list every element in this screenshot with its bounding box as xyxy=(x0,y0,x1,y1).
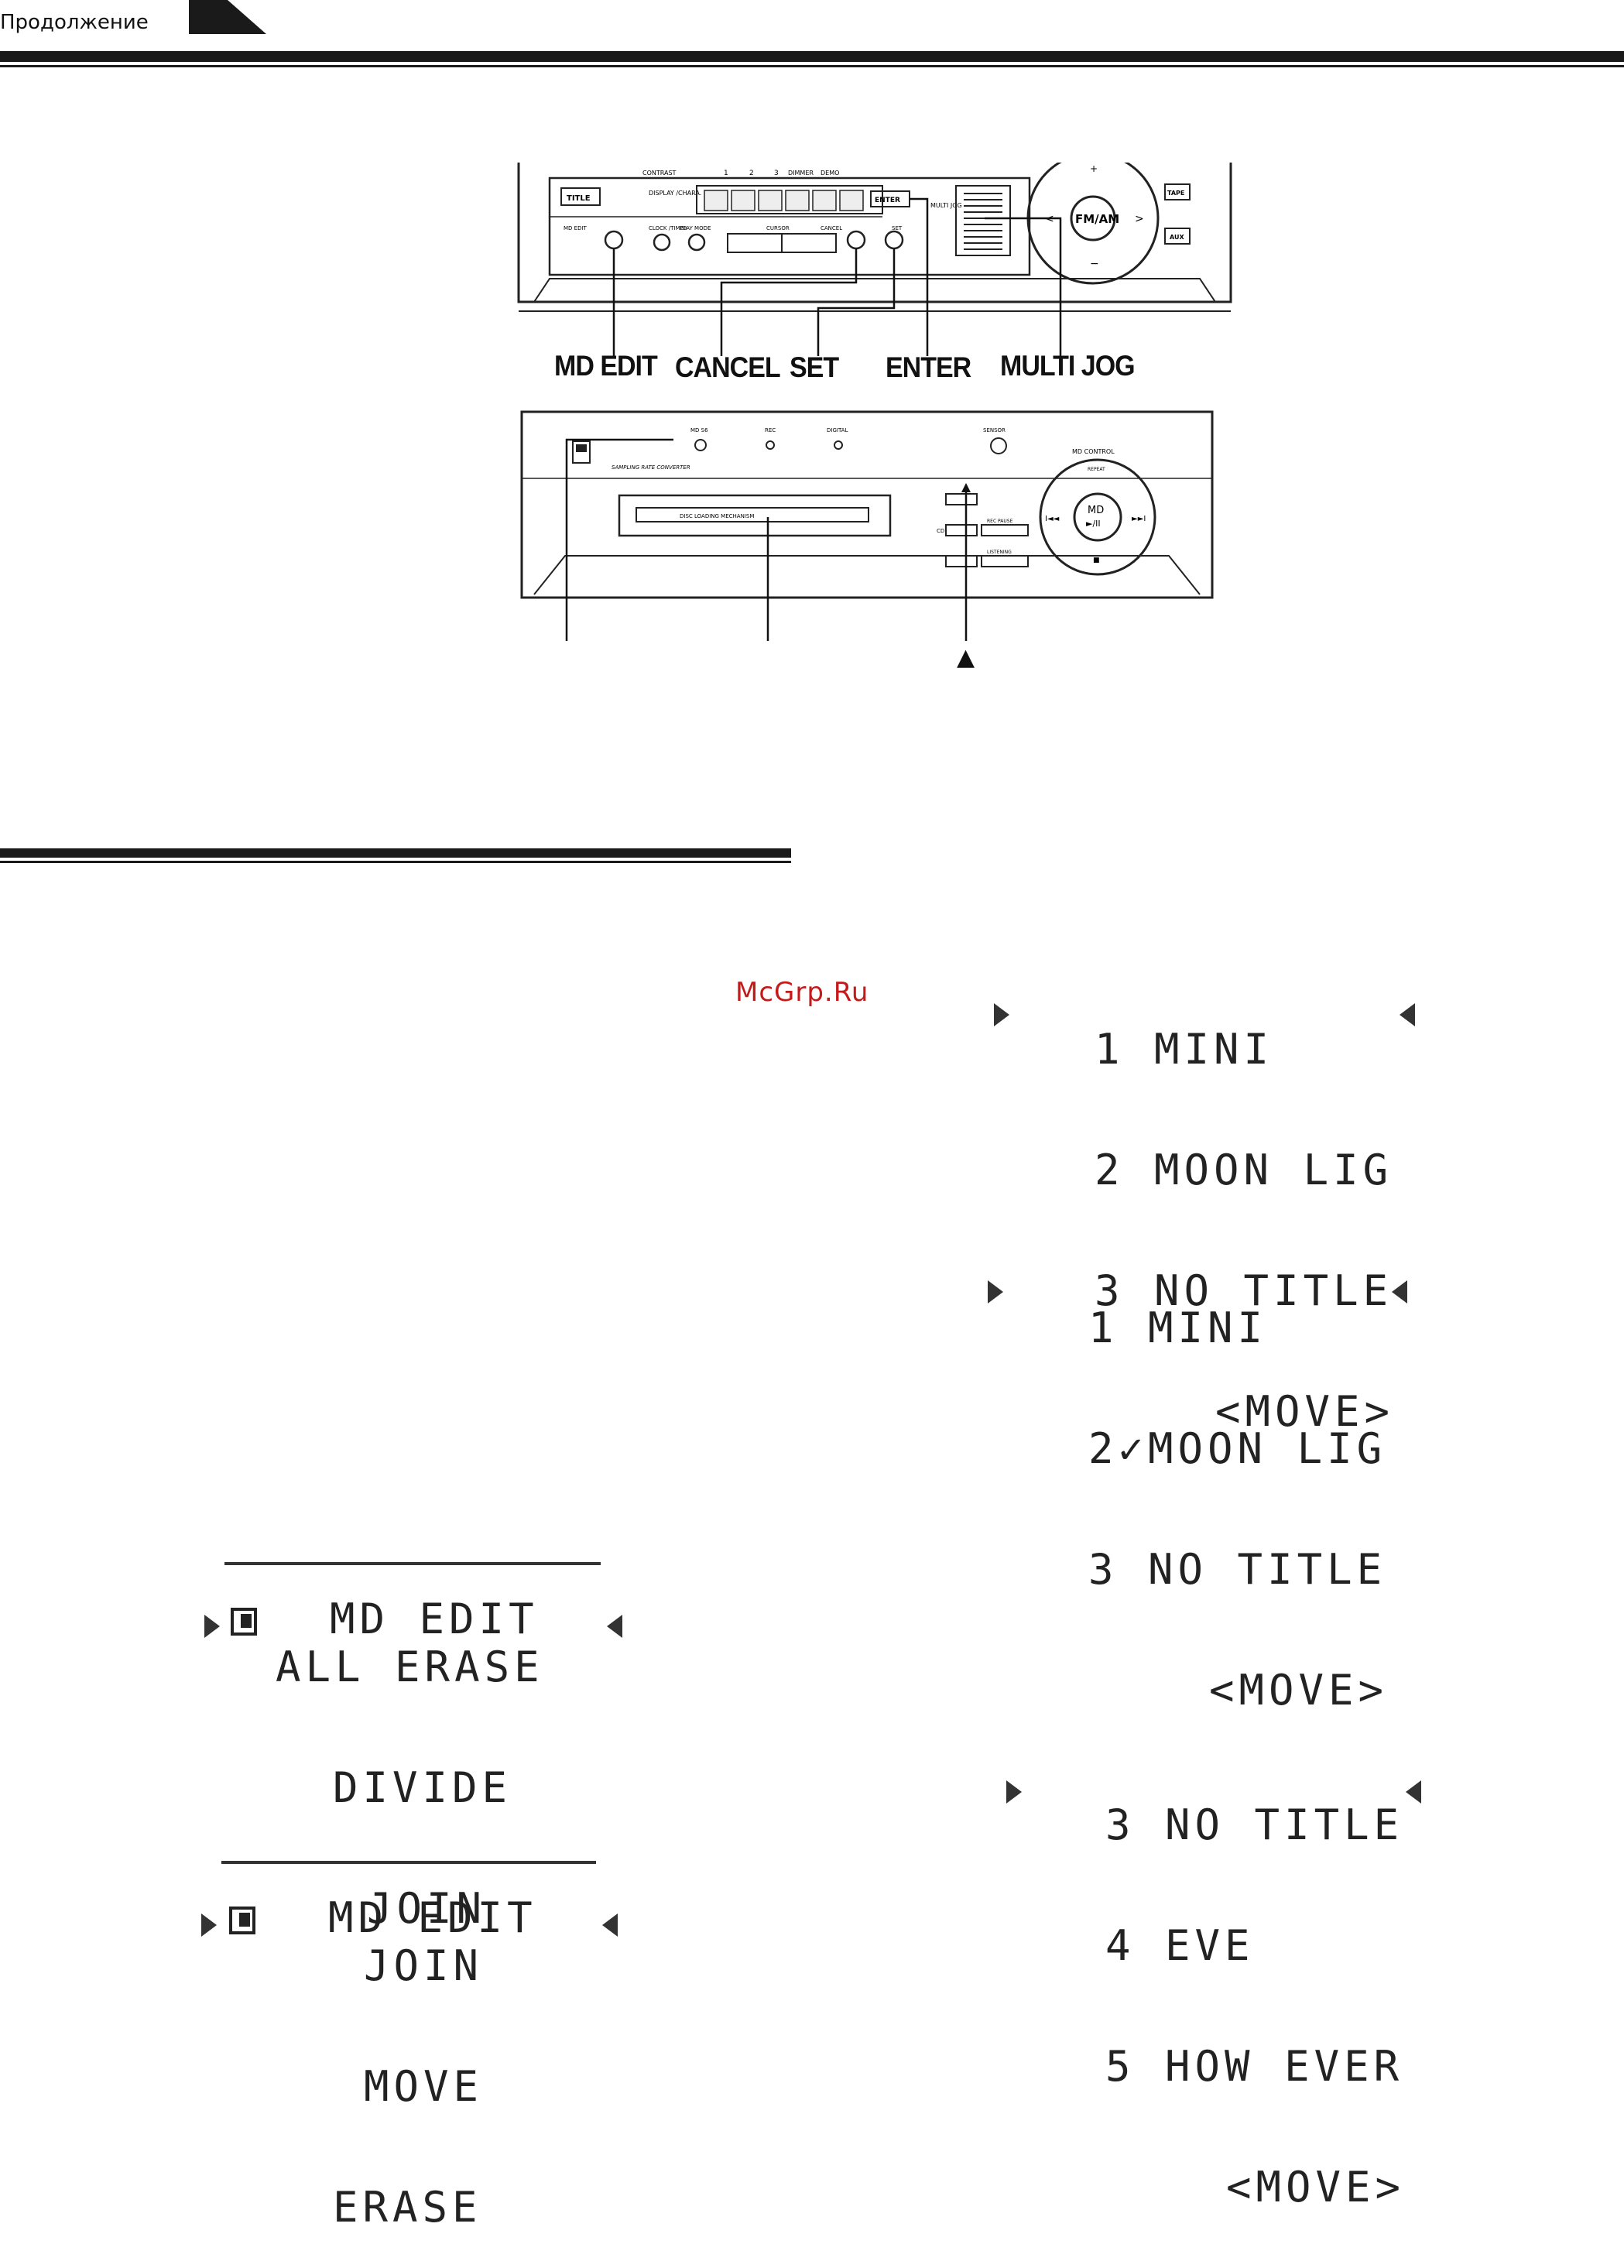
aux-label: AUX xyxy=(1170,234,1184,241)
display-chara-label: DISPLAY /CHARA. xyxy=(649,190,701,197)
lcd-underline xyxy=(224,1562,601,1565)
lcd-line: 3 NO TITLE xyxy=(1105,1800,1404,1849)
play-pause-label: ►/II xyxy=(1086,519,1101,529)
prev-label: I◄◄ xyxy=(1045,515,1060,523)
lcd-underline xyxy=(221,1861,596,1864)
cursor-right-icon xyxy=(1392,1280,1407,1304)
lcd-line: JOIN xyxy=(367,1884,487,1933)
rec-pause-label: REC PAUSE xyxy=(987,519,1013,524)
callout-enter: ENTER xyxy=(886,351,971,384)
continued-label: Продолжение xyxy=(0,11,149,34)
set-label: SET xyxy=(892,225,903,231)
header-rule-thin xyxy=(0,65,1624,67)
sensor-label: SENSOR xyxy=(983,427,1006,433)
md-icon xyxy=(231,1608,257,1636)
sampling-label: SAMPLING RATE CONVERTER xyxy=(612,464,690,471)
label-2: 2 xyxy=(749,170,754,177)
lcd-line: 5 HOW EVER xyxy=(1105,2042,1404,2091)
section-rule xyxy=(0,848,791,858)
dimmer-label: DIMMER xyxy=(788,170,814,176)
minus-label: − xyxy=(1090,258,1099,270)
label-3: 3 xyxy=(774,170,779,177)
lcd-move-step3: 3 NO TITLE 4 EVE 5 HOW EVER <MOVE> xyxy=(1105,1725,1405,2248)
demo-label: DEMO xyxy=(821,170,839,176)
stop-label: ■ xyxy=(1093,557,1100,564)
watermark: McGrp.Ru xyxy=(735,977,869,1008)
cursor-right-icon xyxy=(1406,1780,1421,1804)
digital-label: DIGITAL xyxy=(827,427,848,433)
cursor-left-icon xyxy=(1006,1780,1022,1804)
lcd-line-selected: 4 EVE xyxy=(1105,1921,1255,1970)
lcd-line: 3 NO TITLE xyxy=(1095,1266,1393,1315)
cursor-left-icon xyxy=(988,1280,1003,1304)
lcd-move-step1: 1 MINI 2 MOON LIG 3 NO TITLE <MOVE> xyxy=(1095,949,1394,1472)
cancel-label: CANCEL xyxy=(821,225,842,231)
md-icon xyxy=(229,1907,255,1935)
md-deck-illustration: MD S6 REC DIGITAL SAMPLING RATE CONVERTE… xyxy=(520,410,1214,641)
enter-button-label: ENTER xyxy=(875,197,900,204)
tape-label: TAPE xyxy=(1167,190,1184,197)
repeat-label: REPEAT xyxy=(1088,467,1105,472)
header-rule xyxy=(0,51,1624,62)
lcd-edit-menu1: MD EDIT xyxy=(231,1519,539,1680)
md-s-label: MD S6 xyxy=(690,427,708,433)
callout-md-edit: MD EDIT xyxy=(554,350,658,382)
lcd-move-step2: 1 MINI 2✓MOON LIG 3 NO TITLE <MOVE> xyxy=(1088,1228,1388,1751)
lcd-line: ERASE xyxy=(333,2183,482,2232)
lcd-line-selected: DIVIDE xyxy=(333,1763,512,1812)
lcd-line: <MOVE> xyxy=(1209,1666,1389,1715)
lcd-line-selected: MOVE xyxy=(364,2062,484,2111)
cursor-right-icon xyxy=(607,1615,622,1638)
md-edit-label: MD EDIT xyxy=(564,225,588,231)
multi-jog-label: MULTI JOG xyxy=(930,202,962,209)
lcd-line-selected: 2✓MOON LIG xyxy=(1088,1424,1387,1473)
lcd-header: MD EDIT xyxy=(330,1595,539,1643)
fm-am-label: FM/AM xyxy=(1075,212,1119,226)
section-rule-thin xyxy=(0,861,791,863)
rec-label: REC xyxy=(765,427,776,433)
front-panel-top-illustration: CONTRAST 1 2 3 DIMMER DEMO TITLE DISPLAY… xyxy=(517,163,1232,356)
lcd-edit-menu2: MD EDIT xyxy=(229,1817,537,1979)
cursor-left-icon xyxy=(201,1913,217,1937)
md-button-label: MD xyxy=(1088,505,1104,516)
contrast-label: CONTRAST xyxy=(642,170,677,176)
next-label: ►►I xyxy=(1132,515,1146,523)
lcd-line: ALL ERASE xyxy=(276,1643,544,1691)
lcd-edit-menu1-items: ALL ERASE DIVIDE JOIN xyxy=(276,1567,544,1969)
callout-set: SET xyxy=(790,351,839,384)
clock-timer-label: CLOCK /TIMER xyxy=(649,225,687,231)
cd-label: CD xyxy=(937,528,944,534)
callout-multi-jog: MULTI JOG xyxy=(1000,350,1136,382)
cursor-right-icon xyxy=(1400,1003,1415,1026)
label-1: 1 xyxy=(724,170,728,177)
callout-cancel: CANCEL xyxy=(675,351,781,384)
cursor-left-icon xyxy=(994,1003,1009,1026)
lcd-header: MD EDIT xyxy=(328,1893,537,1942)
listening-label: LISTENING xyxy=(987,550,1012,555)
lcd-line: 1 MINI xyxy=(1095,1025,1274,1074)
cursor-right-icon xyxy=(602,1913,618,1937)
lcd-line: <MOVE> xyxy=(1215,1387,1395,1436)
cursor-label: CURSOR xyxy=(766,225,790,231)
cursor-left-icon xyxy=(204,1615,220,1638)
lcd-line: 1 MINI xyxy=(1088,1304,1268,1352)
md-control-label: MD CONTROL xyxy=(1072,448,1115,455)
title-button-label: TITLE xyxy=(567,194,591,203)
lcd-line: 3 NO TITLE xyxy=(1088,1545,1387,1594)
right-label: > xyxy=(1135,213,1144,225)
mechanism-label: DISC LOADING MECHANISM xyxy=(680,513,754,519)
lcd-line: <MOVE> xyxy=(1226,2163,1406,2211)
continue-arrow-icon xyxy=(189,0,266,34)
lcd-line-selected: 2 MOON LIG xyxy=(1095,1146,1393,1194)
plus-label: + xyxy=(1090,163,1098,174)
lcd-line: JOIN xyxy=(364,1941,484,1990)
lcd-edit-menu2-items: JOIN MOVE ERASE xyxy=(333,1865,483,2268)
eject-icon: ▲ xyxy=(957,644,975,671)
play-mode-label: PLAY MODE xyxy=(680,225,711,231)
